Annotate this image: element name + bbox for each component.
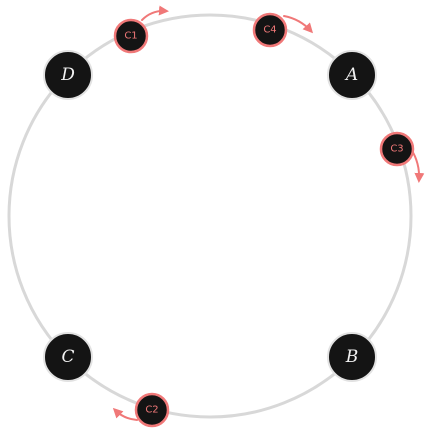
client-c3-label: C3 xyxy=(390,144,403,155)
arrow-c1 xyxy=(141,5,169,21)
client-c3: C3 xyxy=(379,131,415,167)
client-c4-label: C4 xyxy=(263,25,276,36)
node-b: B xyxy=(327,332,377,382)
node-d-label: D xyxy=(60,65,75,85)
client-c2-label: C2 xyxy=(145,405,158,416)
hash-ring xyxy=(7,13,413,419)
node-c-label: C xyxy=(61,347,74,367)
node-b-label: B xyxy=(345,347,359,367)
node-a-label: A xyxy=(344,65,358,85)
node-d: D xyxy=(43,50,93,100)
arrow-c2 xyxy=(112,407,138,421)
client-c1-label: C1 xyxy=(124,31,137,42)
arrow-c4 xyxy=(283,15,314,34)
client-c4: C4 xyxy=(252,12,288,48)
node-a: A xyxy=(327,50,377,100)
client-c2: C2 xyxy=(134,392,170,428)
node-c: C xyxy=(43,332,93,382)
client-c1: C1 xyxy=(113,18,149,54)
